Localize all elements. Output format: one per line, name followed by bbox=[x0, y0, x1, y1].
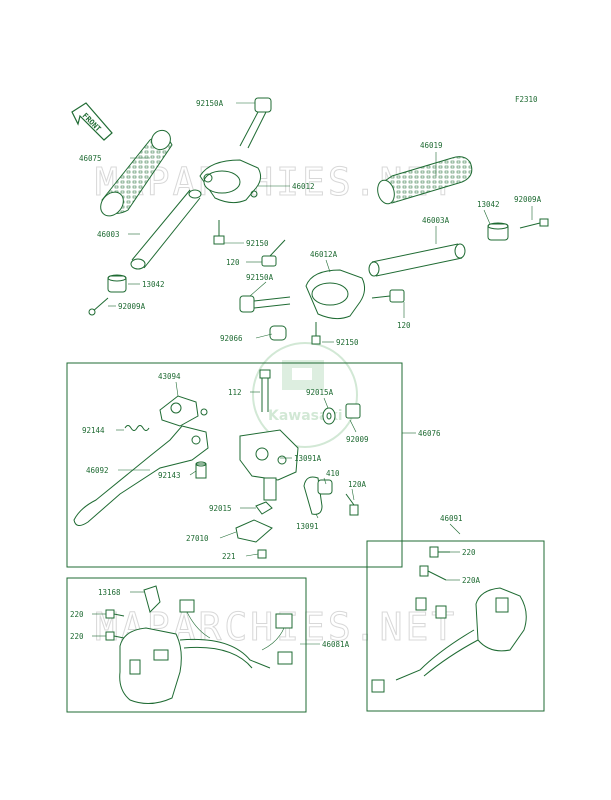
label-92150-b: 92150 bbox=[336, 338, 359, 347]
front-arrow-icon: FRONT bbox=[71, 102, 113, 141]
screw-92009A-right bbox=[519, 218, 549, 229]
label-46003A: 46003A bbox=[422, 216, 450, 225]
label-112: 112 bbox=[228, 388, 242, 397]
bolt-92009 bbox=[345, 403, 361, 419]
right-switch-housing bbox=[475, 587, 527, 652]
switch-27010 bbox=[235, 519, 273, 543]
bolt-112 bbox=[259, 369, 271, 412]
washer-92015A bbox=[322, 407, 336, 425]
bolt-92150A-mid bbox=[239, 295, 291, 313]
label-221: 221 bbox=[222, 552, 236, 561]
label-92015: 92015 bbox=[209, 504, 232, 513]
right-handlebar-tube bbox=[368, 243, 466, 277]
label-92009A-right: 92009A bbox=[514, 195, 542, 204]
leader-lines bbox=[92, 102, 533, 645]
collar-13042-left bbox=[107, 274, 127, 293]
bolt-92150-mid bbox=[311, 322, 321, 345]
label-13091: 13091 bbox=[296, 522, 319, 531]
label-120A: 120A bbox=[348, 480, 367, 489]
label-120-b: 120 bbox=[397, 321, 411, 330]
label-46012: 46012 bbox=[292, 182, 315, 191]
label-220-left-2: 220 bbox=[70, 632, 84, 641]
bolt-410 bbox=[317, 479, 333, 495]
label-92009A-left: 92009A bbox=[118, 302, 146, 311]
label-92144: 92144 bbox=[82, 426, 105, 435]
label-27010: 27010 bbox=[186, 534, 209, 543]
label-220-right: 220 bbox=[462, 548, 476, 557]
label-410: 410 bbox=[326, 469, 340, 478]
label-13042-right: 13042 bbox=[477, 200, 500, 209]
label-46019: 46019 bbox=[420, 141, 443, 150]
label-13042-left: 13042 bbox=[142, 280, 165, 289]
bolt-120-left bbox=[261, 239, 286, 267]
screw-92009A-left bbox=[88, 297, 109, 316]
assembly-box-46091 bbox=[366, 540, 545, 712]
bolt-92150-left bbox=[213, 220, 225, 245]
label-13168: 13168 bbox=[98, 588, 121, 597]
master-cylinder-body bbox=[239, 429, 299, 501]
label-46003: 46003 bbox=[97, 230, 120, 239]
washer-92015 bbox=[255, 501, 273, 515]
brake-lever-46092 bbox=[73, 425, 209, 526]
assembly-box-46081A bbox=[66, 577, 307, 713]
screw-220-right bbox=[429, 546, 450, 558]
bolt-92150A-top bbox=[239, 97, 272, 149]
left-grip bbox=[100, 129, 173, 217]
label-92150A-top: 92150A bbox=[196, 99, 224, 108]
label-92066: 92066 bbox=[220, 334, 243, 343]
left-switch-housing bbox=[119, 627, 182, 704]
label-46012A: 46012A bbox=[310, 250, 338, 259]
cap-92066 bbox=[269, 325, 287, 341]
label-46091: 46091 bbox=[440, 514, 463, 523]
assembly-box-46076 bbox=[66, 362, 403, 568]
collar-13042-right bbox=[487, 222, 509, 241]
label-43094: 43094 bbox=[158, 372, 181, 381]
label-46081A: 46081A bbox=[322, 640, 350, 649]
label-220A-right: 220A bbox=[462, 576, 481, 585]
right-grip bbox=[377, 156, 473, 205]
label-220-left-1: 220 bbox=[70, 610, 84, 619]
label-92015A: 92015A bbox=[306, 388, 334, 397]
part-labels: 92150A 46075 46012 46003 92150 120 13042… bbox=[70, 99, 542, 649]
spring-92144 bbox=[124, 425, 150, 431]
label-92150A-mid: 92150A bbox=[246, 273, 274, 282]
label-92009: 92009 bbox=[346, 435, 369, 444]
label-46075: 46075 bbox=[79, 154, 102, 163]
bolt-120A bbox=[345, 493, 359, 516]
pivot-92143 bbox=[195, 461, 207, 479]
label-92150-a: 92150 bbox=[246, 239, 269, 248]
label-92143: 92143 bbox=[158, 471, 181, 480]
screw-221 bbox=[257, 549, 267, 559]
label-120-a: 120 bbox=[226, 258, 240, 267]
bolt-120-right bbox=[371, 289, 405, 303]
reservoir-cover-43094 bbox=[159, 395, 208, 427]
label-46076: 46076 bbox=[418, 429, 441, 438]
left-handlebar-tube bbox=[130, 189, 202, 270]
screw-220A-right bbox=[419, 565, 447, 581]
right-clamp bbox=[305, 269, 366, 320]
diagram-code: F2310 bbox=[515, 95, 538, 104]
left-wiring-harness bbox=[179, 599, 293, 669]
label-46092: 46092 bbox=[86, 466, 109, 475]
right-wiring-harness bbox=[371, 597, 479, 693]
bracket-13168 bbox=[143, 585, 161, 613]
label-13091A: 13091A bbox=[294, 454, 322, 463]
left-clamp bbox=[199, 159, 262, 204]
